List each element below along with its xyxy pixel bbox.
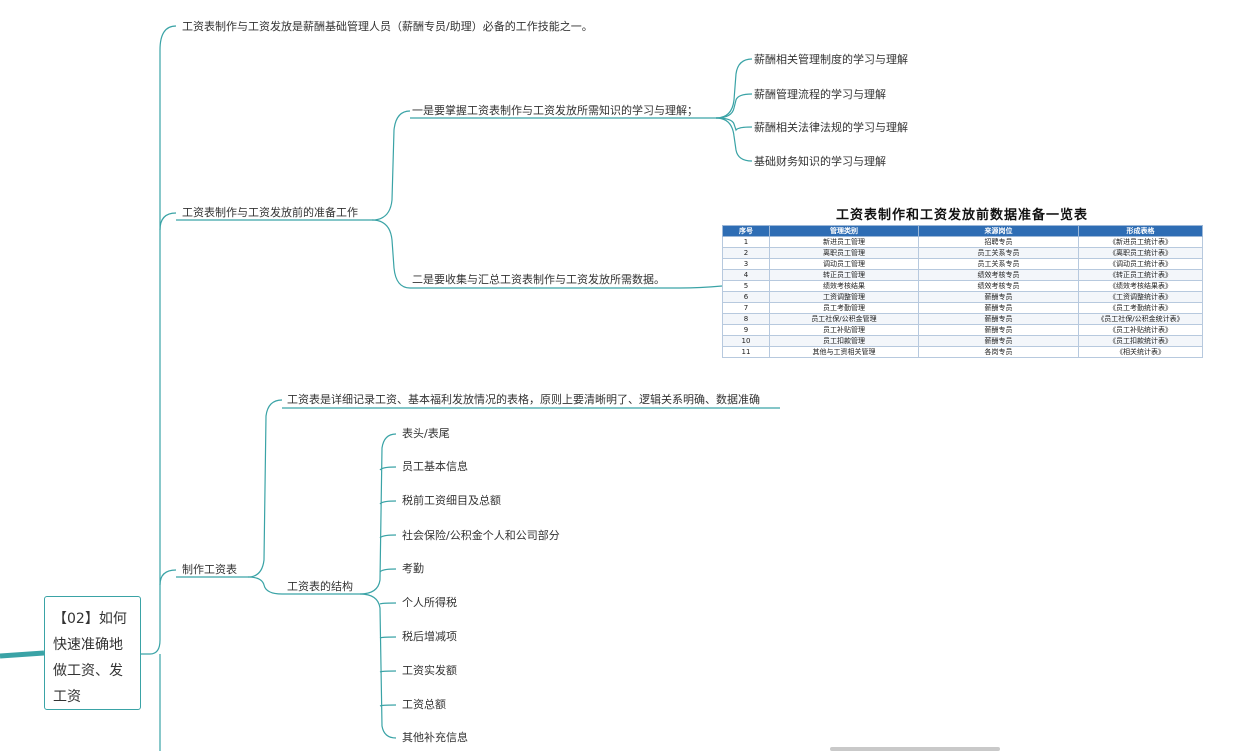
table-header-cell: 管理类别 bbox=[769, 225, 919, 237]
table-cell: 工资调整管理 bbox=[769, 291, 919, 303]
table-cell: 各岗专员 bbox=[918, 346, 1079, 358]
table-cell: 绩效考核专员 bbox=[918, 269, 1079, 281]
topic-structure-item[interactable]: 其他补充信息 bbox=[402, 731, 468, 744]
topic-structure-item[interactable]: 表头/表尾 bbox=[402, 427, 450, 440]
table-header-cell: 序号 bbox=[722, 225, 770, 237]
table-cell: 其他与工资相关管理 bbox=[769, 346, 919, 358]
topic-structure-item[interactable]: 考勤 bbox=[402, 562, 424, 575]
topic-make[interactable]: 制作工资表 bbox=[182, 563, 237, 576]
table-cell: 4 bbox=[722, 269, 770, 281]
table-cell: 《新进员工统计表》 bbox=[1078, 236, 1203, 248]
topic-structure-item[interactable]: 税前工资细目及总额 bbox=[402, 494, 501, 507]
table-header-row: 序号 管理类别 来源岗位 形成表格 bbox=[722, 225, 1203, 237]
table-cell: 薪酬专员 bbox=[918, 302, 1079, 314]
root-label: 【02】如何快速准确地做工资、发工资 bbox=[53, 611, 127, 705]
topic-knowledge-item[interactable]: 薪酬相关管理制度的学习与理解 bbox=[754, 53, 908, 66]
table-cell: 绩效考核专员 bbox=[918, 280, 1079, 292]
table-cell: 5 bbox=[722, 280, 770, 292]
table-cell: 《员工扣款统计表》 bbox=[1078, 335, 1203, 347]
table-cell: 《相关统计表》 bbox=[1078, 346, 1203, 358]
table-cell: 员工考勤管理 bbox=[769, 302, 919, 314]
table-cell: 薪酬专员 bbox=[918, 324, 1079, 336]
table-cell: 员工社保/公积金管理 bbox=[769, 313, 919, 325]
table-cell: 调动员工管理 bbox=[769, 258, 919, 270]
table-cell: 员工关系专员 bbox=[918, 258, 1079, 270]
table-cell: 《工资调整统计表》 bbox=[1078, 291, 1203, 303]
table-cell: 《离职员工统计表》 bbox=[1078, 247, 1203, 259]
topic-structure-item[interactable]: 员工基本信息 bbox=[402, 460, 468, 473]
topic-prep[interactable]: 工资表制作与工资发放前的准备工作 bbox=[182, 206, 358, 219]
table-cell: 转正员工管理 bbox=[769, 269, 919, 281]
topic-intro[interactable]: 工资表制作与工资发放是薪酬基础管理人员（薪酬专员/助理）必备的工作技能之一。 bbox=[182, 20, 593, 33]
table-cell: 6 bbox=[722, 291, 770, 303]
table-cell: 员工关系专员 bbox=[918, 247, 1079, 259]
table-cell: 《绩效考核结果表》 bbox=[1078, 280, 1203, 292]
table-title: 工资表制作和工资发放前数据准备一览表 bbox=[835, 208, 1088, 223]
table-header-cell: 形成表格 bbox=[1078, 225, 1203, 237]
topic-structure-item[interactable]: 工资实发额 bbox=[402, 664, 457, 677]
table-cell: 11 bbox=[722, 346, 770, 358]
table-cell: 9 bbox=[722, 324, 770, 336]
table-cell: 《员工考勤统计表》 bbox=[1078, 302, 1203, 314]
table-cell: 员工补贴管理 bbox=[769, 324, 919, 336]
table-cell: 《转正员工统计表》 bbox=[1078, 269, 1203, 281]
table-header-cell: 来源岗位 bbox=[918, 225, 1079, 237]
topic-knowledge-item[interactable]: 薪酬管理流程的学习与理解 bbox=[754, 88, 886, 101]
table-cell: 离职员工管理 bbox=[769, 247, 919, 259]
table-cell: 《员工补贴统计表》 bbox=[1078, 324, 1203, 336]
topic-prep-second[interactable]: 二是要收集与汇总工资表制作与工资发放所需数据。 bbox=[412, 273, 665, 286]
table-cell: 薪酬专员 bbox=[918, 291, 1079, 303]
topic-structure-item[interactable]: 工资总额 bbox=[402, 698, 446, 711]
table-cell: 《调动员工统计表》 bbox=[1078, 258, 1203, 270]
table-cell: 薪酬专员 bbox=[918, 313, 1079, 325]
root-topic[interactable]: 【02】如何快速准确地做工资、发工资 bbox=[44, 596, 141, 710]
topic-structure-item[interactable]: 个人所得税 bbox=[402, 596, 457, 609]
topic-prep-first[interactable]: 一是要掌握工资表制作与工资发放所需知识的学习与理解； bbox=[412, 104, 698, 117]
table-cell: 绩效考核结果 bbox=[769, 280, 919, 292]
table-cell: 新进员工管理 bbox=[769, 236, 919, 248]
topic-structure[interactable]: 工资表的结构 bbox=[287, 580, 353, 593]
topic-structure-item[interactable]: 社会保险/公积金个人和公司部分 bbox=[402, 529, 560, 542]
horizontal-scrollbar[interactable] bbox=[830, 747, 1000, 751]
table-cell: 10 bbox=[722, 335, 770, 347]
topic-structure-item[interactable]: 税后增减项 bbox=[402, 630, 457, 643]
topic-knowledge-item[interactable]: 薪酬相关法律法规的学习与理解 bbox=[754, 121, 908, 134]
table-cell: 7 bbox=[722, 302, 770, 314]
table-cell: 《员工社保/公积金统计表》 bbox=[1078, 313, 1203, 325]
table-cell: 8 bbox=[722, 313, 770, 325]
topic-make-definition[interactable]: 工资表是详细记录工资、基本福利发放情况的表格，原则上要清晰明了、逻辑关系明确、数… bbox=[287, 393, 760, 406]
table-cell: 2 bbox=[722, 247, 770, 259]
table-cell: 招聘专员 bbox=[918, 236, 1079, 248]
table-cell: 3 bbox=[722, 258, 770, 270]
table-cell: 薪酬专员 bbox=[918, 335, 1079, 347]
table-cell: 员工扣款管理 bbox=[769, 335, 919, 347]
table-cell: 1 bbox=[722, 236, 770, 248]
topic-knowledge-item[interactable]: 基础财务知识的学习与理解 bbox=[754, 155, 886, 168]
